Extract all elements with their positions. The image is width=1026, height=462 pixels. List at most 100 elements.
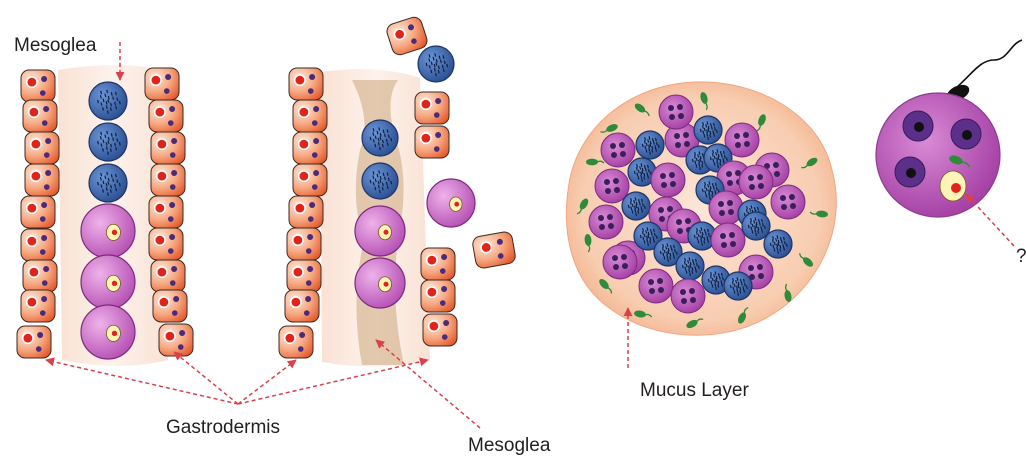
zooxanthella-dot xyxy=(168,120,174,126)
cell-nucleus xyxy=(157,267,167,277)
zooxanthella-dot xyxy=(306,280,312,286)
label-mucus-layer: Mucus Layer xyxy=(640,381,749,400)
zooxanthella-dot xyxy=(171,170,177,176)
zooxanthella-dot xyxy=(434,112,440,118)
cell-nucleus xyxy=(27,203,37,213)
zooxanthella-dot xyxy=(308,216,314,222)
zooxanthella-dot xyxy=(43,266,49,272)
mucus-pink-cell xyxy=(711,223,745,257)
gastrodermal-cell xyxy=(421,248,455,280)
zooxanthella-dot xyxy=(442,334,448,340)
zooxanthella-dot xyxy=(44,184,50,190)
mucus-pink-cell xyxy=(651,163,685,197)
mucus-pink-cell xyxy=(709,191,743,225)
zooxanthella-dot xyxy=(169,106,175,112)
cell-nucleus xyxy=(157,171,167,181)
zooxanthella-dot xyxy=(307,234,313,240)
gastrodermal-cell xyxy=(145,68,179,100)
gastrodermal-cell xyxy=(423,314,457,346)
zooxanthella-dot xyxy=(313,138,319,144)
zooxanthella-dot xyxy=(45,138,51,144)
zooxanthella-dot xyxy=(172,310,178,316)
zooxanthella-dot xyxy=(313,106,319,112)
cell-nucleus xyxy=(31,171,41,181)
zooxanthella-dot xyxy=(44,152,50,158)
zooxanthella-dot xyxy=(435,132,441,138)
gastrodermal-cell xyxy=(149,100,183,132)
gastrodermal-cell xyxy=(25,164,59,196)
zooxanthella-dot xyxy=(178,344,184,350)
pink-cell xyxy=(355,206,405,256)
zooxanthella-dot xyxy=(307,266,313,272)
gastrodermal-cell xyxy=(17,326,51,358)
planula-body xyxy=(876,93,1000,217)
gastrodermal-cell xyxy=(285,290,319,322)
zooxanthella-dot xyxy=(308,88,314,94)
cell-nucleus xyxy=(291,297,301,307)
blue-cell xyxy=(89,123,127,161)
cell-nucleus xyxy=(151,75,161,85)
mucus-blue-cell xyxy=(622,192,650,220)
gastrodermal-cell xyxy=(289,196,323,228)
cell-nucleus xyxy=(29,107,39,117)
zooxanthella-dot xyxy=(299,332,305,338)
zooxanthella-dot xyxy=(441,254,447,260)
cell-nucleus xyxy=(480,241,492,253)
cell-nucleus xyxy=(421,133,431,143)
zooxanthella-dot xyxy=(169,202,175,208)
zooxanthella-dot xyxy=(440,268,446,274)
zooxanthella-dot xyxy=(312,120,318,126)
gastrodermal-cell xyxy=(21,70,55,102)
planula-nucleolus xyxy=(914,122,924,132)
cell-nucleus xyxy=(299,107,309,117)
gastrodermal-cell xyxy=(472,231,517,269)
zooxanthella-dot xyxy=(169,234,175,240)
zooxanthella-dot xyxy=(304,310,310,316)
pink-cell xyxy=(81,305,135,359)
mucus-blue-cell xyxy=(694,116,722,144)
label-mesoglea-top: Mesoglea xyxy=(14,36,96,55)
zooxanthella-dot xyxy=(309,202,315,208)
zooxanthella-dot xyxy=(36,346,42,352)
zooxanthella-dot xyxy=(42,280,48,286)
gastrodermal-cell xyxy=(287,260,321,292)
zooxanthella-dot xyxy=(41,202,47,208)
zooxanthella-dot xyxy=(40,90,46,96)
mucus-pink-cell xyxy=(639,269,673,303)
mucus-blue-cell xyxy=(764,230,792,258)
cell-nucleus xyxy=(293,235,303,245)
cell-nucleus xyxy=(285,333,295,343)
cell-nucleus xyxy=(23,333,33,343)
cell-nucleus xyxy=(29,267,39,277)
gastrodermal-cell xyxy=(151,164,185,196)
gastrodermal-cell xyxy=(293,100,327,132)
gastrodermal-cell xyxy=(23,260,57,292)
zooxanthella-dot xyxy=(434,146,440,152)
blue-cell xyxy=(89,82,127,120)
mucus-pink-cell xyxy=(659,95,693,129)
gastrodermal-cell xyxy=(21,290,55,322)
planula-vacuole-core xyxy=(951,183,961,193)
gastrodermal-cell xyxy=(25,132,59,164)
zooxanthella-dot xyxy=(435,98,441,104)
zooxanthella-dot xyxy=(312,184,318,190)
cell-nucleus xyxy=(421,99,431,109)
gastrodermal-cell xyxy=(151,260,185,292)
cell-nucleus xyxy=(155,235,165,245)
cell-nucleus xyxy=(299,171,309,181)
zooxanthella-dot xyxy=(168,216,174,222)
mucus-blue-cell xyxy=(636,131,664,159)
cell-nucleus xyxy=(293,267,303,277)
planula-cell xyxy=(876,40,1022,217)
zooxanthella-dot xyxy=(40,249,46,255)
label-mesoglea-bottom: Mesoglea xyxy=(468,436,550,455)
zooxanthella-dot xyxy=(173,296,179,302)
cell-nucleus xyxy=(27,236,37,246)
pink-cell xyxy=(355,258,405,308)
planula-nucleolus xyxy=(962,130,972,140)
zooxanthella-dot xyxy=(170,152,176,158)
label-arrows xyxy=(46,42,1014,428)
zooxanthella-dot xyxy=(313,170,319,176)
